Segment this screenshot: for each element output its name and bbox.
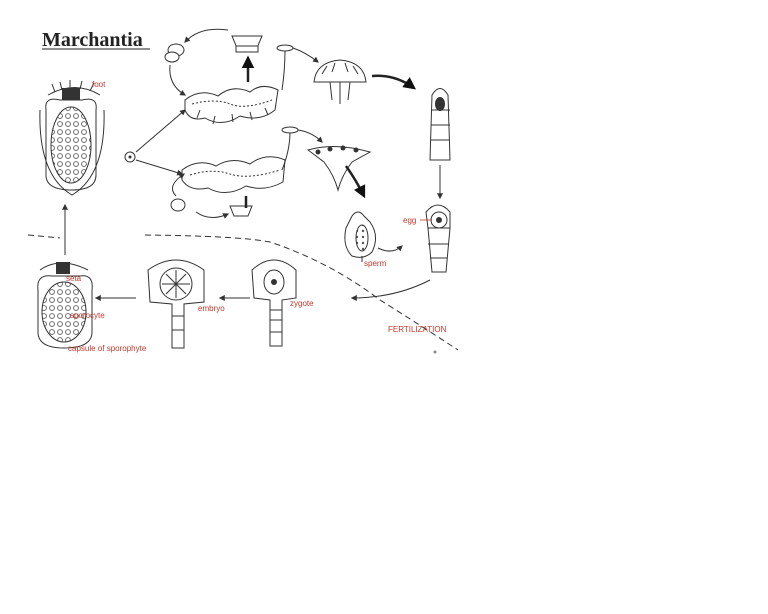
spore [124, 151, 136, 163]
zygote-archegonium [251, 259, 297, 347]
sperm-swim-arrow [377, 245, 403, 252]
label-capsule: capsule of sporophyte [68, 344, 147, 353]
fertilization-arrow [350, 279, 431, 301]
label-foot: foot [92, 80, 106, 89]
sporophyte-capsule [37, 262, 93, 349]
label-zygote: zygote [290, 299, 314, 308]
label-embryo: embryo [198, 304, 225, 313]
archegoniophore [281, 126, 372, 199]
archegonium-with-egg [425, 204, 451, 273]
male-thallus [184, 86, 279, 125]
dashed-generation-line [27, 234, 459, 351]
label-seta: seta [66, 274, 82, 283]
label-sporocyte: sporocyte [70, 311, 105, 320]
label-egg: egg [403, 216, 416, 225]
embryo-archegonium [147, 259, 205, 349]
gemma-cup-top [164, 28, 263, 96]
archegonium-developing [429, 88, 451, 161]
arrow-spore-to-female-thallus [135, 159, 184, 176]
diagram-title: Marchantia [42, 29, 143, 51]
label-fertilization: FERTILIZATION [388, 325, 447, 334]
arrow-spore-to-male-thallus [135, 109, 186, 153]
label-sperm: sperm [364, 259, 387, 268]
antheridiophore [276, 44, 417, 104]
antheridium [344, 211, 376, 262]
mature-sporophyte [39, 80, 105, 196]
small-mark [433, 350, 437, 354]
female-thallus [170, 156, 286, 219]
